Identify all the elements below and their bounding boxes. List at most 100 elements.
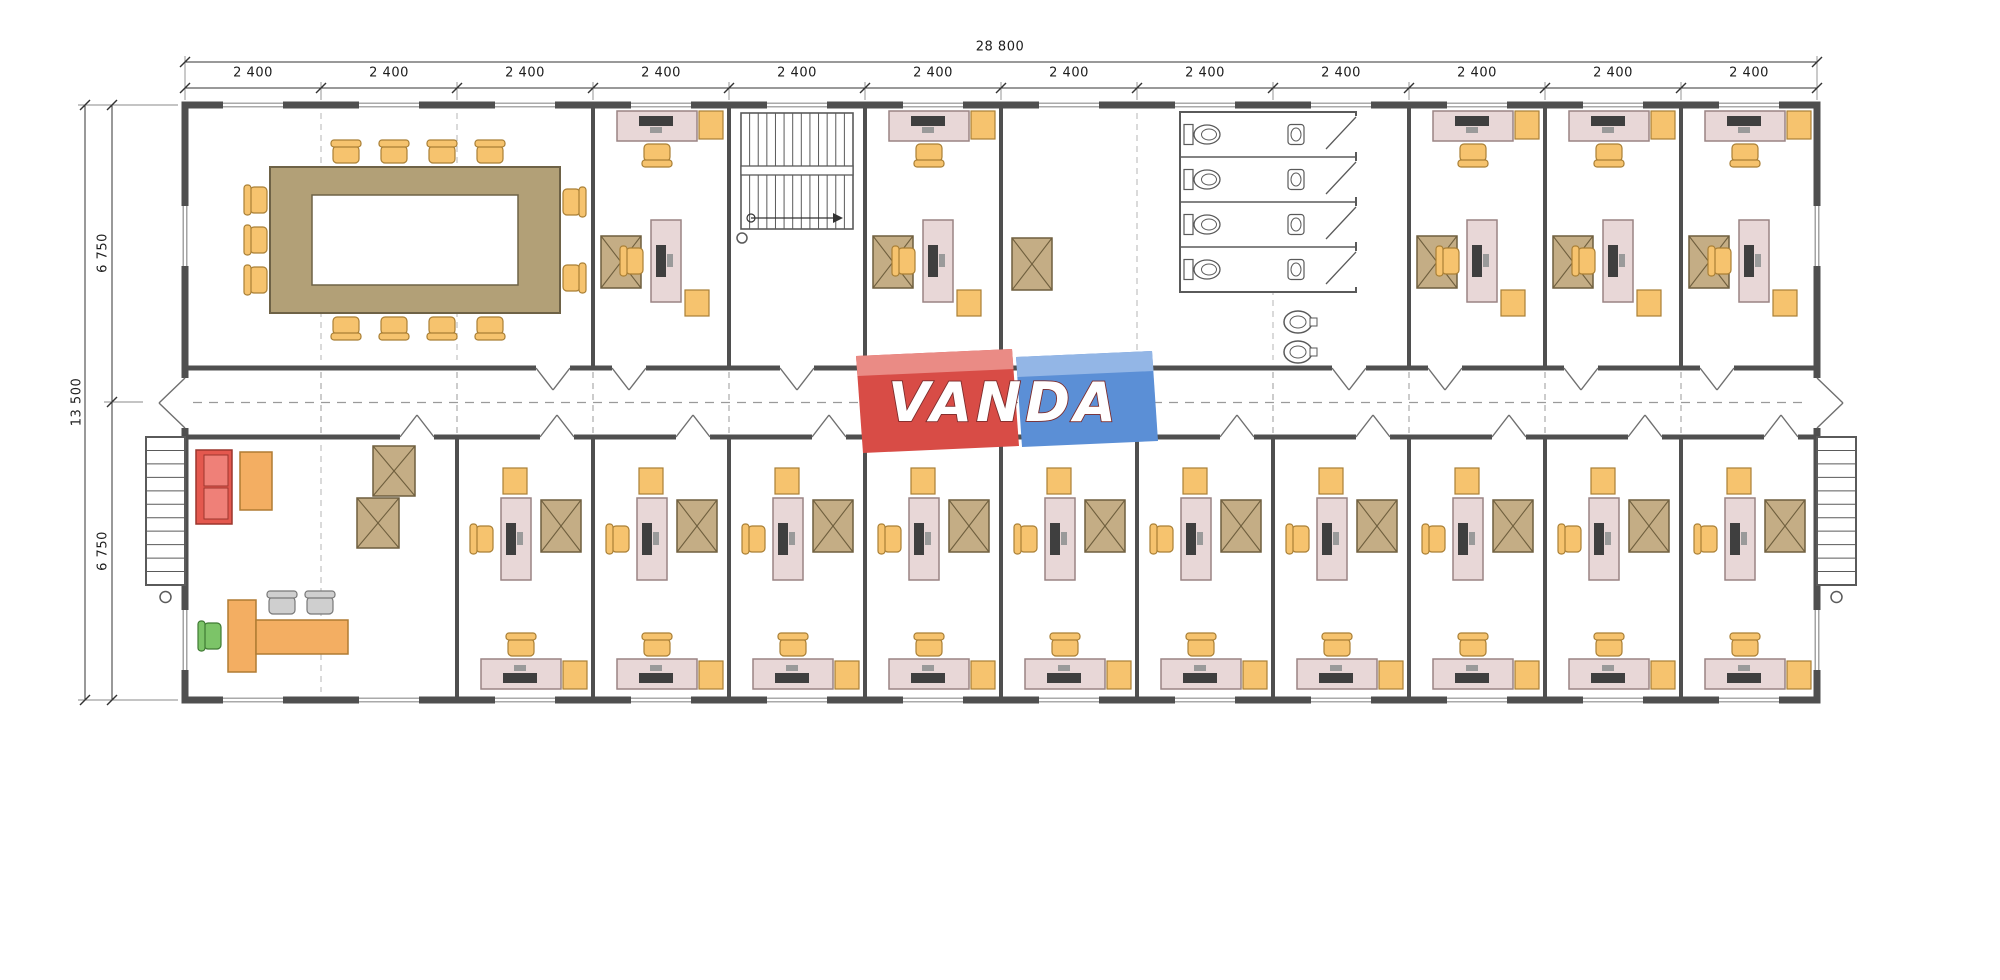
chair: [476, 145, 504, 164]
side-table: [638, 467, 664, 495]
side-table: [1650, 660, 1676, 690]
chair: [1187, 638, 1215, 657]
chair: [1291, 525, 1310, 553]
dimension-bay-1: 2 400: [233, 65, 273, 81]
side-table: [1650, 110, 1676, 140]
computer-monitor: [1458, 523, 1468, 555]
chair: [380, 316, 408, 335]
chair-back: [243, 264, 252, 296]
chair: [306, 596, 334, 615]
computer-monitor: [1608, 245, 1618, 277]
cabinet-cross: [1011, 237, 1053, 291]
dim-tick: [1675, 82, 1687, 94]
dim-tick: [1811, 82, 1823, 94]
door-leaf: [1508, 414, 1527, 438]
basin-inner: [1289, 315, 1307, 329]
chair-back: [505, 632, 537, 641]
stair-rail: [740, 165, 854, 176]
side-table: [1590, 467, 1616, 495]
chair: [1459, 143, 1487, 162]
door-leaf: [1236, 414, 1255, 438]
computer-monitor: [1594, 523, 1604, 555]
door-opening: [1564, 365, 1598, 371]
dim-tick: [179, 56, 191, 68]
door-opening: [1220, 434, 1254, 440]
chair-back: [474, 332, 506, 341]
door-leaf: [1372, 414, 1391, 438]
dimension-half-height-1: 6 750: [95, 233, 111, 273]
office-bottom-9: [1557, 414, 1676, 690]
door-opening: [536, 365, 570, 371]
door-leaf: [158, 402, 186, 429]
chair-back: [741, 523, 750, 555]
window-gap: [1447, 101, 1507, 109]
door-opening: [540, 434, 574, 440]
computer-monitor: [914, 523, 924, 555]
window-gap: [1813, 610, 1821, 670]
dimension-bay-6: 2 400: [913, 65, 953, 81]
keyboard: [1755, 254, 1761, 267]
window-gap: [223, 696, 283, 704]
door-leaf: [158, 377, 186, 404]
door-leaf: [1348, 367, 1367, 391]
chair-back: [243, 224, 252, 256]
toilet-bowl-inner: [1201, 263, 1217, 276]
chair: [562, 264, 581, 292]
chair: [1459, 638, 1487, 657]
dimension-half-height-2: 6 750: [95, 531, 111, 571]
chair-back: [777, 632, 809, 641]
toilet-bowl-inner: [1201, 173, 1217, 186]
keyboard: [1602, 665, 1614, 671]
reception-desk: [227, 599, 257, 673]
window-gap: [1447, 696, 1507, 704]
door-opening: [1813, 378, 1821, 428]
side-table: [1046, 467, 1072, 495]
chair-back: [266, 590, 298, 599]
dim-tick: [106, 396, 118, 408]
window-gap: [223, 101, 283, 109]
cabinet-cross: [812, 499, 854, 553]
window-gap: [1175, 696, 1235, 704]
cabinet-cross: [372, 445, 416, 497]
computer-monitor: [911, 673, 945, 683]
dimension-bay-12: 2 400: [1729, 65, 1769, 81]
door-leaf: [1491, 414, 1510, 438]
cabinet-cross: [356, 497, 400, 549]
chair-back: [1557, 523, 1566, 555]
chair: [507, 638, 535, 657]
dim-tick: [1403, 82, 1415, 94]
computer-monitor: [1455, 673, 1489, 683]
keyboard: [1602, 127, 1614, 133]
washbasin-bowl: [1290, 127, 1302, 142]
door-leaf: [779, 367, 798, 391]
window-gap: [1039, 696, 1099, 704]
reception-desk: [255, 619, 349, 655]
chair: [562, 188, 581, 216]
office-top-4: [1552, 110, 1676, 391]
stall-door-leaf: [1325, 116, 1357, 150]
dimension-total-width: 28 800: [975, 39, 1025, 55]
column: [159, 590, 172, 604]
keyboard: [1061, 532, 1067, 545]
chair-back: [1729, 632, 1761, 641]
keyboard: [1333, 532, 1339, 545]
stairwell: [736, 112, 854, 391]
window-gap: [767, 696, 827, 704]
side-table: [774, 467, 800, 495]
dimension-bay-10: 2 400: [1457, 65, 1497, 81]
computer-monitor: [1727, 116, 1761, 126]
dim-tick: [1267, 82, 1279, 94]
chair-back: [426, 332, 458, 341]
keyboard: [939, 254, 945, 267]
chair: [1051, 638, 1079, 657]
chair-back: [1457, 632, 1489, 641]
window-gap: [1311, 101, 1371, 109]
side-table: [910, 467, 936, 495]
side-table: [1636, 289, 1662, 317]
window-gap: [495, 101, 555, 109]
window-gap: [1719, 101, 1779, 109]
dim-tick: [315, 82, 327, 94]
door-leaf: [796, 367, 815, 391]
chair: [747, 525, 766, 553]
